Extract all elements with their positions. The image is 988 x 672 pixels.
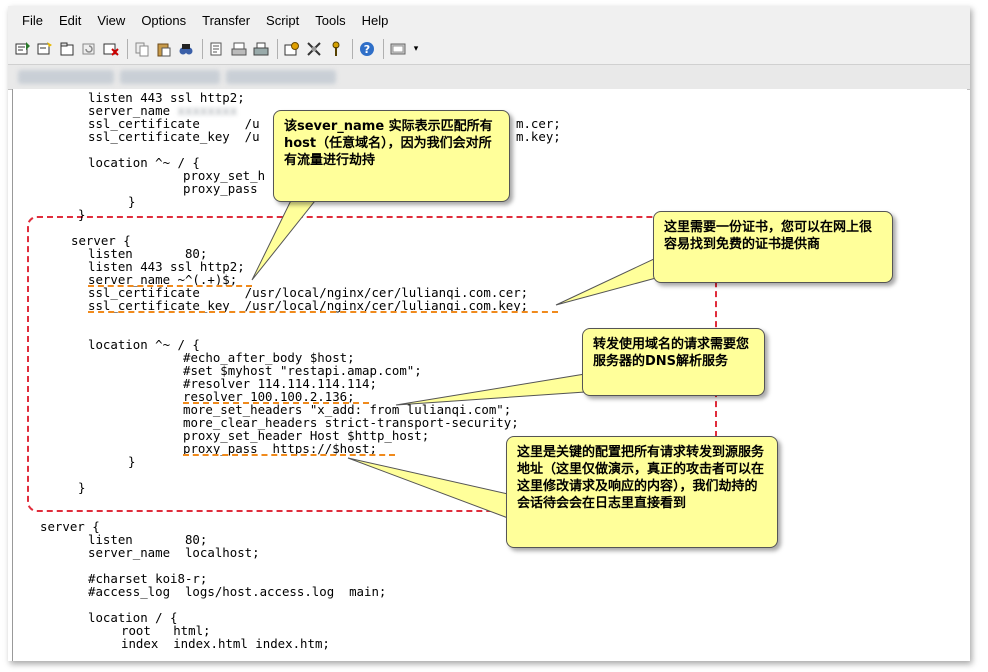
menu-view[interactable]: View xyxy=(97,12,126,28)
session-tab-blurred[interactable] xyxy=(226,70,336,84)
code-line: location / { xyxy=(88,610,178,625)
code-line: #access_log logs/host.access.log main; xyxy=(88,584,387,599)
menu-script[interactable]: Script xyxy=(266,12,300,28)
find-icon[interactable] xyxy=(177,40,195,58)
code-line: } xyxy=(78,480,86,495)
screenshot-icon[interactable] xyxy=(389,40,407,58)
menu-transfer[interactable]: Transfer xyxy=(202,12,251,28)
code-line: root html; xyxy=(121,623,211,638)
code-line: more_clear_headers strict-transport-secu… xyxy=(183,415,519,430)
code-line: proxy_set_h xyxy=(183,168,266,183)
code-line: listen 443 ssl http2; xyxy=(88,259,245,274)
code-line: listen 443 ssl http2; xyxy=(88,90,245,105)
code-line: more_set_headers "x_add: from lulianqi.c… xyxy=(183,402,512,417)
code-line: server_name ~^(.+)$; xyxy=(88,272,238,287)
code-line: m.key; xyxy=(516,129,561,144)
code-line: ssl_certificate /usr/local/nginx/cer/lul… xyxy=(88,285,529,300)
callout-proxy-pass: 这里是关键的配置把所有请求转发到源服务地址（这里仅做演示，真正的攻击者可以在这里… xyxy=(506,436,778,548)
code-line: resolver 100.100.2.136; xyxy=(183,389,355,404)
session-tab-blurred[interactable] xyxy=(120,70,220,84)
code-line: proxy_pass xyxy=(183,181,258,196)
certificate-underline xyxy=(88,311,558,313)
print-selected-icon[interactable] xyxy=(230,40,248,58)
callout-server-name: 该sever_name 实际表示匹配所有host（任意域名），因为我们会对所有流… xyxy=(273,110,510,202)
connect-icon[interactable] xyxy=(14,40,32,58)
session-options-icon[interactable] xyxy=(283,40,301,58)
code-line: } xyxy=(128,194,136,209)
help-icon[interactable]: ? xyxy=(358,40,376,58)
code-line: } xyxy=(128,454,136,469)
code-line: #echo_after_body $host; xyxy=(183,350,355,365)
toolbar-more-icon[interactable]: ▾ xyxy=(413,44,419,54)
code-line: server { xyxy=(71,233,131,248)
code-line: ssl_certificate_key /usr/local/nginx/cer… xyxy=(88,298,529,313)
code-line: #resolver 114.114.114.114; xyxy=(183,376,377,391)
code-line: proxy_set_header Host $http_host; xyxy=(183,428,430,443)
code-line: m.cer; xyxy=(516,116,561,131)
copy-icon[interactable] xyxy=(133,40,151,58)
code-line: location ^~ / { xyxy=(88,155,200,170)
code-line: ssl_certificate_key /u xyxy=(88,129,260,144)
menu-help[interactable]: Help xyxy=(361,12,389,28)
menu-file[interactable]: File xyxy=(22,12,43,28)
connect-tab-icon[interactable] xyxy=(58,40,76,58)
code-line: #charset koi8-r; xyxy=(88,571,208,586)
print-icon[interactable] xyxy=(252,40,270,58)
menu-bar: File Edit View Options Transfer Script T… xyxy=(8,6,970,34)
menu-edit[interactable]: Edit xyxy=(58,12,82,28)
proxy-pass-underline xyxy=(183,454,395,456)
code-line: index index.html index.htm; xyxy=(121,636,330,651)
reconnect-icon[interactable] xyxy=(80,40,98,58)
print-setup-icon[interactable] xyxy=(208,40,226,58)
code-line: proxy_pass https://$host; xyxy=(183,441,377,456)
toolbar: ? ▾ xyxy=(8,34,970,64)
session-tab-blurred[interactable] xyxy=(18,70,114,84)
securecrt-window: File Edit View Options Transfer Script T… xyxy=(8,6,970,661)
callout-dns-resolver: 转发使用域名的请求需要您服务器的DNS解析服务 xyxy=(582,328,765,396)
disconnect-icon[interactable] xyxy=(102,40,120,58)
callout-certificate: 这里需要一份证书，您可以在网上很容易找到免费的证书提供商 xyxy=(653,211,893,283)
code-line: #set $myhost "restapi.amap.com"; xyxy=(183,363,422,378)
code-line: } xyxy=(78,207,86,222)
code-line: ssl_certificate /u xyxy=(88,116,260,131)
code-line: location ^~ / { xyxy=(88,337,200,352)
code-line: listen 80; xyxy=(88,246,208,261)
menu-tools[interactable]: Tools xyxy=(315,12,346,28)
session-tab-strip xyxy=(8,64,970,90)
code-line: server_name localhost; xyxy=(88,545,260,560)
server-name-underline xyxy=(88,285,252,287)
keymap-icon[interactable] xyxy=(327,40,345,58)
code-line: listen 80; xyxy=(88,532,208,547)
quick-connect-icon[interactable] xyxy=(36,40,54,58)
code-line: server { xyxy=(40,519,100,534)
paste-icon[interactable] xyxy=(155,40,173,58)
code-line: server_name xxxxxxxx xyxy=(88,103,238,118)
menu-options[interactable]: Options xyxy=(141,12,187,28)
svg-text:?: ? xyxy=(364,43,370,56)
resolver-underline xyxy=(183,402,369,404)
global-options-icon[interactable] xyxy=(305,40,323,58)
